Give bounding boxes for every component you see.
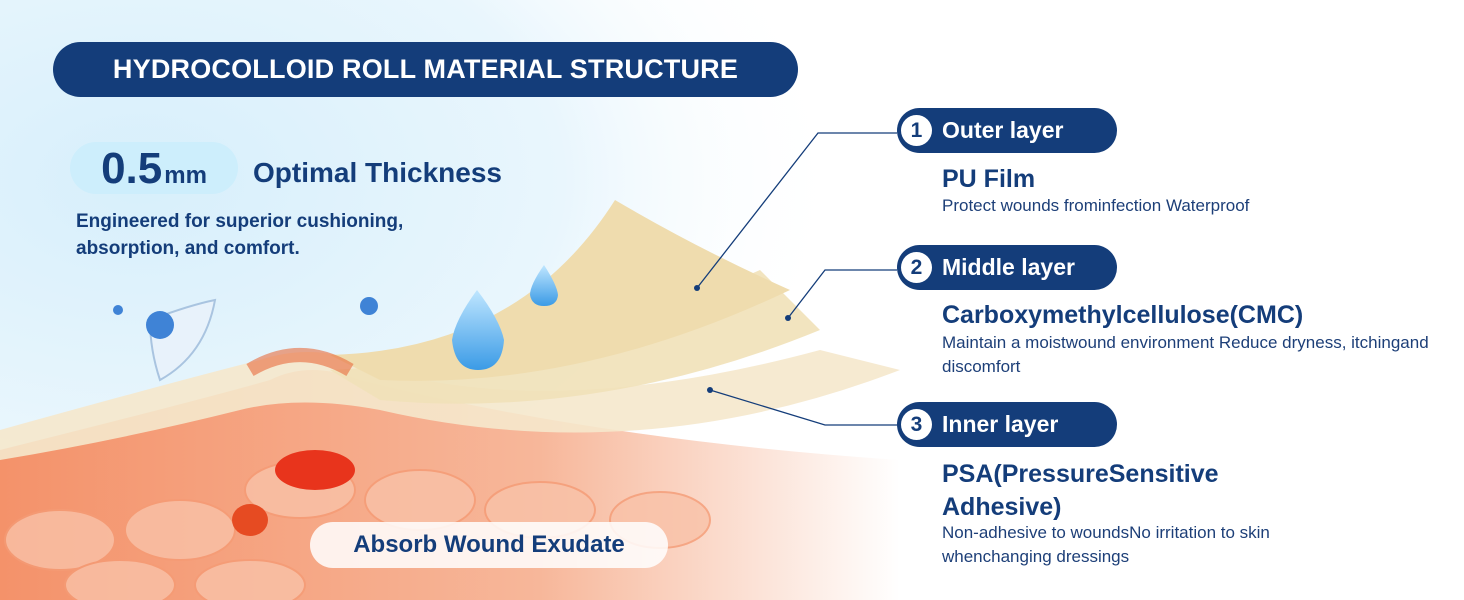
- virus-icon: [360, 297, 378, 315]
- leader-lines: [696, 132, 897, 426]
- thickness-description: Engineered for superior cushioning, abso…: [76, 211, 404, 259]
- number-2-icon: 2: [901, 252, 932, 283]
- layer-material: PSA(PressureSensitive Adhesive): [942, 460, 1219, 521]
- wound-icon: [275, 450, 355, 490]
- leader-line-outer: [696, 132, 897, 289]
- virus-icon: [146, 311, 174, 339]
- inner-layer-sheet: [0, 350, 900, 460]
- thickness-label: Optimal Thickness: [253, 157, 502, 188]
- layer-description: Non-adhesive to woundsNo irritation to s…: [942, 523, 1270, 566]
- absorb-label: Absorb Wound Exudate: [310, 522, 668, 568]
- page-title: HYDROCOLLOID ROLL MATERIAL STRUCTURE: [53, 42, 798, 97]
- thickness-badge: 0.5 mm: [70, 142, 238, 194]
- layer-label: Inner layer: [942, 411, 1059, 437]
- layer-description: Maintain a moistwound environment Reduce…: [942, 333, 1429, 376]
- layer-badge-inner: 3 Inner layer: [897, 402, 1117, 447]
- layer-badge-middle: 2 Middle layer: [897, 245, 1117, 290]
- water-drop-icon: [452, 290, 504, 370]
- layer-label: Outer layer: [942, 117, 1064, 143]
- number-3-icon: 3: [901, 409, 932, 440]
- layer-badge-outer: 1 Outer layer: [897, 108, 1117, 153]
- layer-material: Carboxymethylcellulose(CMC): [942, 301, 1304, 329]
- leader-line-middle: [787, 269, 897, 319]
- thickness-value: 0.5: [101, 144, 163, 193]
- thickness-unit: mm: [164, 162, 207, 189]
- leader-line-inner: [709, 389, 897, 426]
- outer-layer-sheet: [330, 200, 790, 381]
- layer-description: Protect wounds frominfection Waterproof: [942, 196, 1250, 215]
- layer-material: PU Film: [942, 165, 1036, 193]
- water-drop-icon: [530, 265, 558, 306]
- virus-icon: [113, 305, 123, 315]
- layer-label: Middle layer: [942, 254, 1075, 280]
- number-1-icon: 1: [901, 115, 932, 146]
